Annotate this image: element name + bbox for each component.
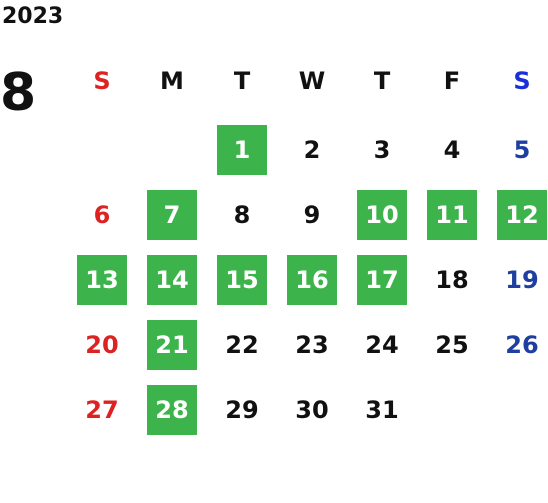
weekday-sunday: S — [93, 67, 111, 95]
day-cell[interactable]: 6 — [93, 201, 111, 229]
weekday-saturday: S — [513, 67, 531, 95]
day-cell-highlighted[interactable]: 21 — [147, 320, 197, 370]
day-cell[interactable]: 27 — [85, 396, 119, 424]
day-cell[interactable]: 22 — [225, 331, 259, 359]
day-cell-highlighted[interactable]: 15 — [217, 255, 267, 305]
day-cell-highlighted[interactable]: 1 — [217, 125, 267, 175]
day-cell-highlighted[interactable]: 17 — [357, 255, 407, 305]
day-cell-highlighted[interactable]: 14 — [147, 255, 197, 305]
day-cell-highlighted[interactable]: 7 — [147, 190, 197, 240]
day-cell[interactable]: 26 — [505, 331, 539, 359]
day-cell-highlighted[interactable]: 16 — [287, 255, 337, 305]
day-cell-highlighted[interactable]: 13 — [77, 255, 127, 305]
day-cell-highlighted[interactable]: 28 — [147, 385, 197, 435]
weekday-monday: M — [160, 67, 184, 95]
day-cell[interactable]: 24 — [365, 331, 399, 359]
day-cell[interactable]: 31 — [365, 396, 399, 424]
day-cell[interactable]: 29 — [225, 396, 259, 424]
day-cell[interactable]: 5 — [513, 136, 531, 164]
day-cell-highlighted[interactable]: 11 — [427, 190, 477, 240]
month-number: 8 — [0, 63, 37, 123]
day-cell[interactable]: 9 — [303, 201, 321, 229]
day-cell[interactable]: 4 — [443, 136, 461, 164]
day-cell[interactable]: 18 — [435, 266, 469, 294]
year-label: 2023 — [2, 4, 64, 29]
day-cell-highlighted[interactable]: 10 — [357, 190, 407, 240]
weekday-wednesday: W — [298, 67, 326, 95]
day-cell[interactable]: 19 — [505, 266, 539, 294]
day-cell[interactable]: 23 — [295, 331, 329, 359]
weekday-tuesday: T — [233, 67, 251, 95]
day-cell[interactable]: 2 — [303, 136, 321, 164]
day-cell[interactable]: 3 — [373, 136, 391, 164]
weekday-friday: F — [443, 67, 461, 95]
day-cell-highlighted[interactable]: 12 — [497, 190, 547, 240]
day-cell[interactable]: 20 — [85, 331, 119, 359]
day-cell[interactable]: 30 — [295, 396, 329, 424]
weekday-thursday: T — [373, 67, 391, 95]
day-cell[interactable]: 8 — [233, 201, 251, 229]
day-cell[interactable]: 25 — [435, 331, 469, 359]
